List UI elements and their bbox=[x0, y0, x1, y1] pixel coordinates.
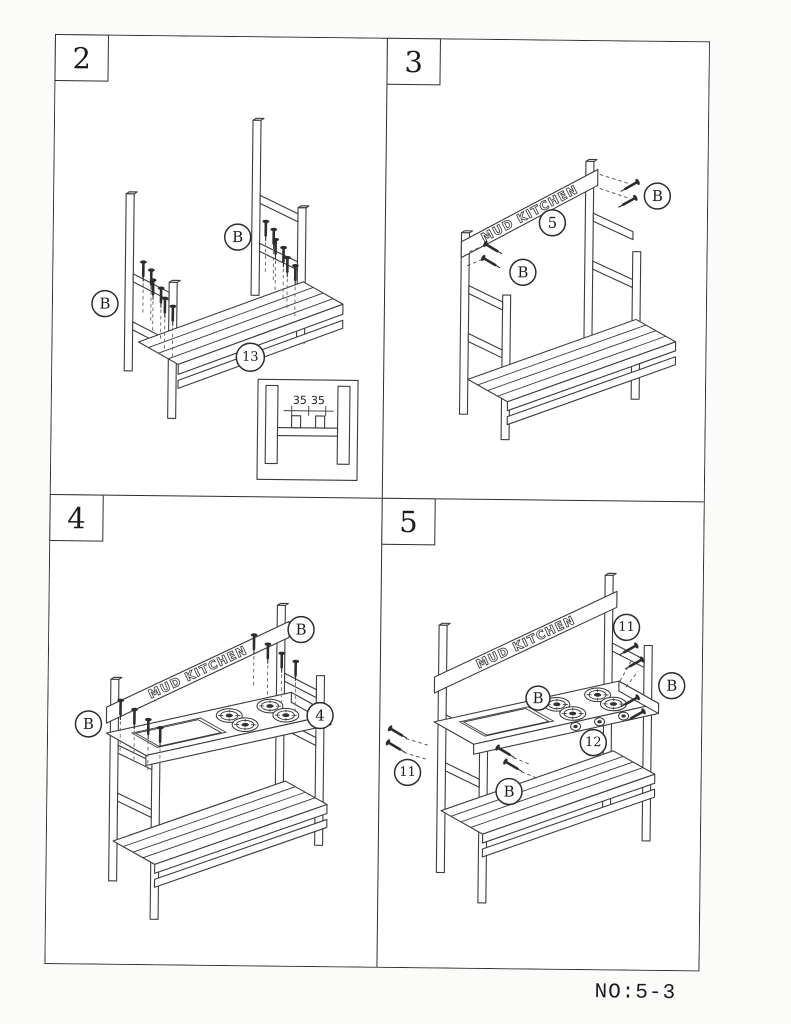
svg-text:11: 11 bbox=[618, 620, 635, 635]
svg-text:B: B bbox=[652, 187, 663, 205]
callout-screw-b-right: B bbox=[643, 182, 672, 210]
knob-icon bbox=[570, 721, 582, 732]
svg-text:B: B bbox=[295, 620, 306, 638]
svg-text:B: B bbox=[99, 295, 110, 313]
step-number: 2 bbox=[72, 40, 92, 75]
bench-frame bbox=[108, 602, 326, 920]
callout-screw-b-left: B bbox=[91, 289, 119, 318]
callout-screw-b-counter: B bbox=[525, 685, 551, 711]
panel-step-3: 3 bbox=[381, 37, 709, 502]
detail-inset: 35 35 bbox=[256, 378, 359, 482]
callout-screw-b-left: B bbox=[74, 710, 103, 738]
doc-number: NO:5-3 bbox=[594, 981, 677, 1006]
svg-text:11: 11 bbox=[399, 765, 416, 780]
svg-text:4: 4 bbox=[315, 707, 325, 725]
svg-text:B: B bbox=[666, 677, 677, 695]
callout-part-11-right: 11 bbox=[612, 613, 641, 642]
callout-screw-b-left: B bbox=[509, 258, 537, 287]
step-number-box: 4 bbox=[49, 493, 104, 542]
step-number: 5 bbox=[399, 504, 418, 539]
svg-text:13: 13 bbox=[242, 350, 259, 365]
inset-dim-left: 35 bbox=[293, 394, 307, 407]
step-number-box: 3 bbox=[386, 37, 441, 86]
bottom-shelf bbox=[440, 750, 656, 858]
callout-screw-b-front: B bbox=[495, 777, 523, 806]
panel-step-5: 5 MUD KITCHEN bbox=[376, 497, 704, 971]
burner-icon bbox=[231, 717, 259, 733]
step-2-illustration: B B 13 35 35 bbox=[91, 117, 359, 482]
callout-part-13: 13 bbox=[235, 342, 266, 372]
svg-text:B: B bbox=[517, 263, 528, 281]
knob-icon bbox=[618, 711, 630, 721]
svg-text:B: B bbox=[83, 715, 94, 733]
step-number: 3 bbox=[404, 44, 424, 79]
svg-text:B: B bbox=[503, 782, 514, 800]
callout-part-4: 4 bbox=[306, 701, 334, 730]
svg-text:B: B bbox=[232, 228, 243, 246]
sign-text: MUD KITCHEN bbox=[146, 643, 250, 701]
callout-screw-b-right: B bbox=[658, 671, 686, 700]
callout-part-11-left: 11 bbox=[393, 758, 422, 787]
bottom-shelf bbox=[112, 780, 328, 888]
callout-screw-b-right: B bbox=[287, 615, 315, 644]
svg-text:5: 5 bbox=[548, 214, 558, 232]
step-3-illustration: MUD KITCHEN B B 5 bbox=[458, 158, 677, 441]
step-4-illustration: MUD KITCHEN bbox=[74, 602, 334, 920]
svg-text:B: B bbox=[532, 689, 543, 707]
sign-board: MUD KITCHEN bbox=[433, 590, 618, 694]
step-5-illustration: MUD KITCHEN bbox=[383, 572, 686, 904]
countertop bbox=[433, 680, 660, 755]
instruction-sheet: 2 bbox=[44, 34, 710, 1005]
step-number-box: 2 bbox=[54, 34, 109, 82]
callout-part-5: 5 bbox=[538, 209, 567, 237]
sign-text: MUD KITCHEN bbox=[474, 613, 577, 671]
burner-icon bbox=[559, 706, 587, 721]
sign-board: MUD KITCHEN bbox=[460, 168, 599, 259]
panel-step-4: 4 MUD KITCHEN bbox=[45, 493, 382, 967]
screws-front bbox=[493, 742, 526, 776]
svg-text:12: 12 bbox=[585, 735, 602, 750]
bottom-shelf bbox=[467, 318, 677, 426]
callout-part-12: 12 bbox=[579, 728, 608, 757]
callout-screw-b-right: B bbox=[223, 223, 252, 251]
screws-left bbox=[478, 238, 506, 273]
knob-icon bbox=[594, 717, 606, 727]
burner-icon bbox=[599, 696, 627, 712]
panel-step-2: 2 bbox=[50, 34, 387, 498]
step-number-box: 5 bbox=[381, 497, 436, 546]
sign-text: MUD KITCHEN bbox=[479, 182, 581, 245]
screws-left bbox=[383, 723, 410, 757]
screws-right bbox=[615, 176, 643, 212]
inset-dim-right: 35 bbox=[311, 394, 325, 407]
step-number: 4 bbox=[67, 500, 86, 535]
